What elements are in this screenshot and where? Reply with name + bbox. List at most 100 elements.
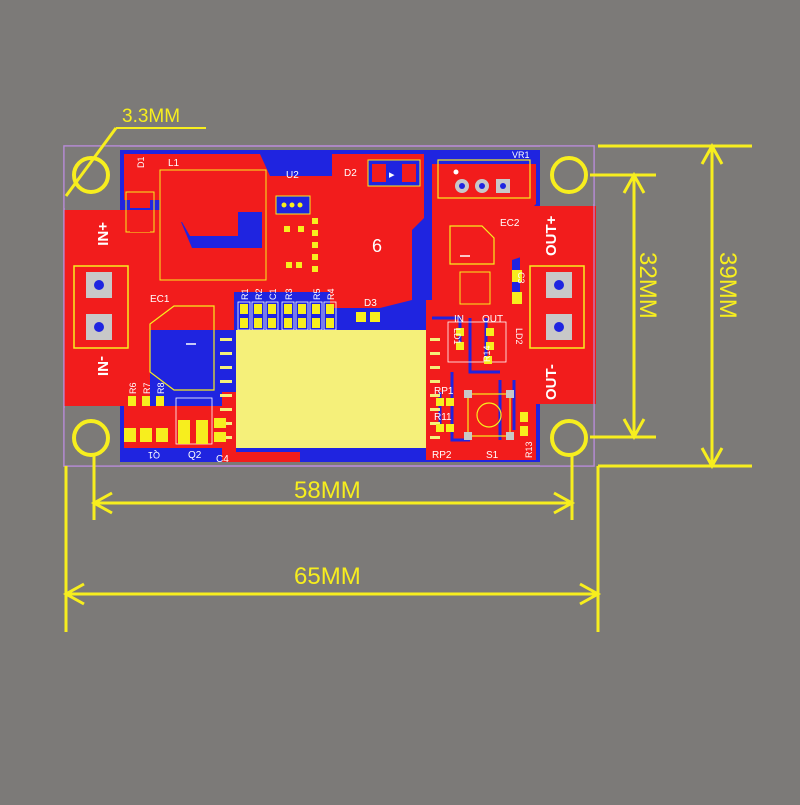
dim-39-arrow-top <box>700 142 724 165</box>
switch-s1-pads <box>464 390 514 440</box>
output-pad-minus-hole <box>554 322 564 332</box>
u2-pin <box>289 202 295 208</box>
label-c3: C3 <box>516 272 526 284</box>
label-r3: R3 <box>284 288 294 300</box>
capacitor-ec2 <box>449 225 495 265</box>
u2-pin <box>297 202 303 208</box>
main-chip-pad <box>236 330 426 448</box>
label-d2: D2 <box>344 168 357 179</box>
label-r4: R4 <box>326 288 336 300</box>
r13-pad <box>520 412 528 422</box>
dim-39-label: 39MM <box>714 252 741 319</box>
u2-pin <box>281 202 287 208</box>
copper-pour-bottom <box>222 392 300 462</box>
capacitor-c3-box <box>459 271 491 305</box>
dim-32-arrow-bottom <box>622 418 646 441</box>
vr1-trimmer-dot <box>453 169 459 175</box>
c4-pad <box>214 418 226 428</box>
mount-hole-br <box>550 419 588 457</box>
label-out-plus: OUT+ <box>543 215 560 256</box>
label-l1: L1 <box>168 158 180 169</box>
c4-pad <box>214 432 226 442</box>
hole-leader <box>64 127 118 197</box>
diode-d1-pad <box>130 218 150 232</box>
diode-symbol: ▸ <box>389 169 395 181</box>
dim-58-arrow-right <box>553 491 576 515</box>
dim-32-arrow-top <box>622 171 646 194</box>
mount-hole-tr <box>550 156 588 194</box>
label-ec2: EC2 <box>500 218 520 229</box>
label-out: OUT <box>482 314 503 325</box>
d3-pad <box>370 312 380 322</box>
label-ld2: LD2 <box>514 328 524 345</box>
label-c1: C1 <box>268 288 278 300</box>
label-in-plus: +NI <box>94 222 111 246</box>
label-r8: R8 <box>156 382 166 394</box>
diode-d2-pad <box>372 164 386 182</box>
mount-hole-tl <box>72 156 110 194</box>
r13-pad <box>520 426 528 436</box>
rp-pads <box>436 398 454 432</box>
q2-pads <box>178 420 208 444</box>
lower-left-pads <box>124 396 168 442</box>
dim-39-arrow-bottom <box>700 447 724 470</box>
d3-pad <box>356 312 366 322</box>
capacitor-ec1 <box>149 305 215 391</box>
input-terminal-block <box>73 265 129 349</box>
dim-58-arrow-left <box>90 491 113 515</box>
label-vr1: VR1 <box>512 150 530 160</box>
input-terminal-ear <box>64 210 138 406</box>
label-r7: R7 <box>142 382 152 394</box>
dim-58-label: 58MM <box>294 477 361 504</box>
u2-pin-column <box>284 218 318 272</box>
copper-pour-input <box>124 210 262 406</box>
c3-pad <box>512 270 522 282</box>
label-c4: C4 <box>216 454 229 465</box>
mount-hole-bl <box>72 419 110 457</box>
label-d3: D3 <box>364 298 377 309</box>
vr1-pin-hole <box>500 183 506 189</box>
label-s1: S1 <box>486 450 499 461</box>
resistor-row <box>240 304 334 328</box>
board-outline-overlay <box>63 145 595 467</box>
label-rp1: RP1 <box>434 386 454 397</box>
label-r11: R11 <box>434 412 452 423</box>
switch-s1-knob <box>476 402 502 428</box>
label-ec1: EC1 <box>150 294 170 305</box>
input-pad-minus-hole <box>94 322 104 332</box>
label-r1: R1 <box>240 288 250 300</box>
label-r13: R13 <box>524 441 534 458</box>
input-pad-plus-hole <box>94 280 104 290</box>
label-rp2: RP2 <box>432 450 452 461</box>
label-six: 6 <box>372 236 382 256</box>
label-in: IN <box>454 314 464 325</box>
dim-65-arrow-left <box>62 582 85 606</box>
q2-outline <box>175 397 213 445</box>
vr1-pin-hole <box>479 183 485 189</box>
label-in-minus: -NI <box>94 356 111 376</box>
led-area <box>447 321 507 363</box>
output-terminal-block <box>529 265 585 349</box>
dim-65-arrow-right <box>579 582 602 606</box>
label-r6: R6 <box>128 382 138 394</box>
switch-s1 <box>467 393 511 437</box>
diode-d1-pad <box>130 194 150 208</box>
led-pads <box>456 328 494 364</box>
label-q1: Q1 <box>148 450 160 460</box>
output-pad-plus-hole <box>554 280 564 290</box>
inductor-l1-outline <box>159 169 267 281</box>
dim-65-label: 65MM <box>294 563 361 590</box>
label-ld1: LD1 <box>452 328 462 345</box>
label-u2: U2 <box>286 170 299 181</box>
main-chip-pins-right <box>430 338 440 439</box>
label-d1: D1 <box>136 156 146 168</box>
label-r5: R5 <box>312 288 322 300</box>
label-out-minus: OUT- <box>543 364 560 400</box>
c3-pad <box>512 292 522 304</box>
label-q2: Q2 <box>188 450 202 461</box>
potentiometer-vr1 <box>437 159 531 199</box>
dim-hole-label: 3.3MM <box>122 106 180 127</box>
vr1-pin-hole <box>459 183 465 189</box>
